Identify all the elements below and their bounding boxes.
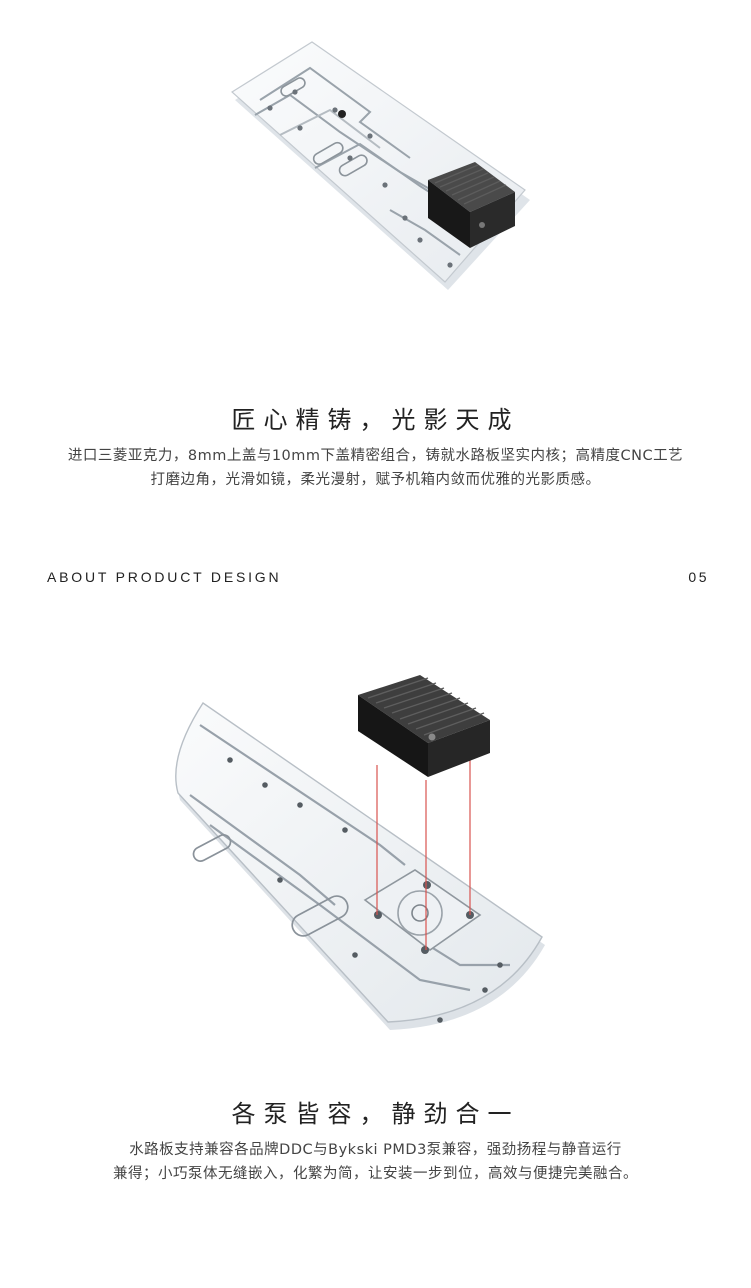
section2-description-line: 水路板支持兼容各品牌DDC与Bykski PMD3泵兼容，强劲扬程与静音运行 [129, 1142, 622, 1158]
section1-description-line: 进口三菱亚克力，8mm上盖与10mm下盖精密组合，铸就水路板坚实内核；高精度CN… [67, 448, 684, 464]
section1-title: 匠心精铸，光影天成 [231, 406, 520, 434]
section1-description-line: 打磨边角，光滑如镜，柔光漫射，赋予机箱内敛而优雅的光影质感。 [150, 472, 601, 488]
section-number: 05 [688, 569, 709, 585]
section2-title: 各泵皆容，静劲合一 [231, 1100, 520, 1128]
section1-description: 进口三菱亚克力，8mm上盖与10mm下盖精密组合，铸就水路板坚实内核；高精度CN… [30, 444, 721, 492]
section-label: ABOUT PRODUCT DESIGN [47, 569, 282, 585]
section2-description: 水路板支持兼容各品牌DDC与Bykski PMD3泵兼容，强劲扬程与静音运行 兼… [30, 1138, 721, 1186]
distro-plate-product-image [220, 40, 540, 300]
pump-compatibility-image [170, 665, 560, 1040]
section2-description-line: 兼得；小巧泵体无缝嵌入，化繁为简，让安装一步到位，高效与便捷完美融合。 [113, 1166, 638, 1182]
